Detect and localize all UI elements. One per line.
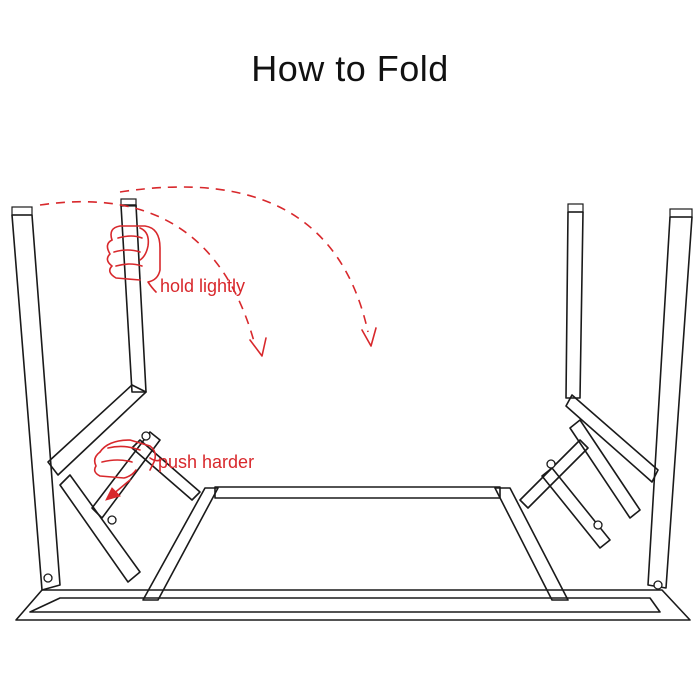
table-top xyxy=(15,486,691,621)
fold-arrow-icon xyxy=(39,186,377,357)
push-harder-label: push harder xyxy=(158,452,254,472)
hold-lightly-label: hold lightly xyxy=(160,276,245,296)
hand-hold-icon xyxy=(106,225,161,293)
right-leg-assembly xyxy=(519,203,693,590)
left-leg-assembly xyxy=(11,198,201,591)
hand-push-icon xyxy=(93,439,161,501)
page-title: How to Fold xyxy=(251,48,449,89)
